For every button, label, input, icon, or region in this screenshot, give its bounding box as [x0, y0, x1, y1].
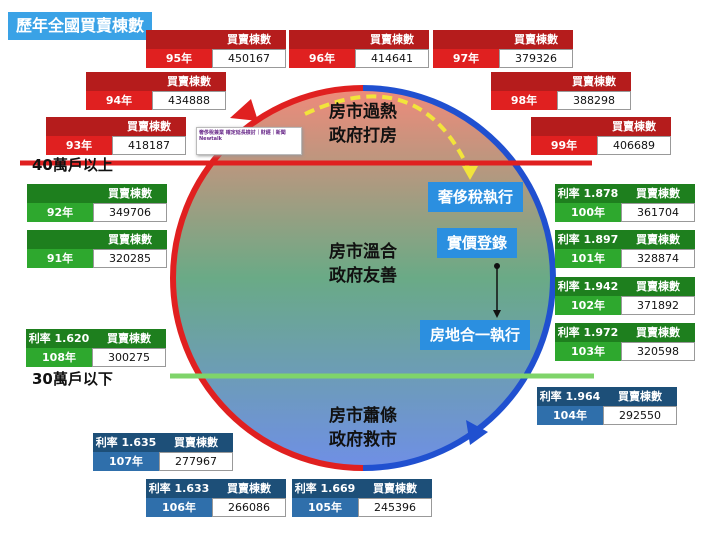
phase-cold: 房市蕭條政府救市 — [329, 406, 397, 450]
news-clipping: 奢侈稅兼業 確定延長檢討｜財經｜新聞 Newtalk — [196, 127, 302, 155]
upper-threshold-label: 40萬戶以上 — [32, 156, 113, 174]
yellow-dashed-arrow — [304, 94, 472, 173]
red-arc — [170, 85, 364, 471]
blue-arc — [362, 85, 556, 471]
policy-luxury-tax: 奢侈稅執行 — [428, 182, 524, 212]
blue-arrowhead — [466, 420, 488, 445]
chart-title: 歷年全國買賣棟數 — [8, 12, 153, 40]
policy-real-price-registration: 實價登錄 — [437, 228, 518, 258]
policy-combined-tax: 房地合一執行 — [420, 320, 531, 350]
yellow-arrowhead — [462, 166, 478, 180]
phase-mild: 房市溫合政府友善 — [329, 242, 397, 286]
phase-hot: 房市過熱政府打房 — [329, 102, 397, 146]
lower-threshold-label: 30萬戶以下 — [32, 370, 113, 388]
red-arrowhead — [230, 99, 258, 121]
